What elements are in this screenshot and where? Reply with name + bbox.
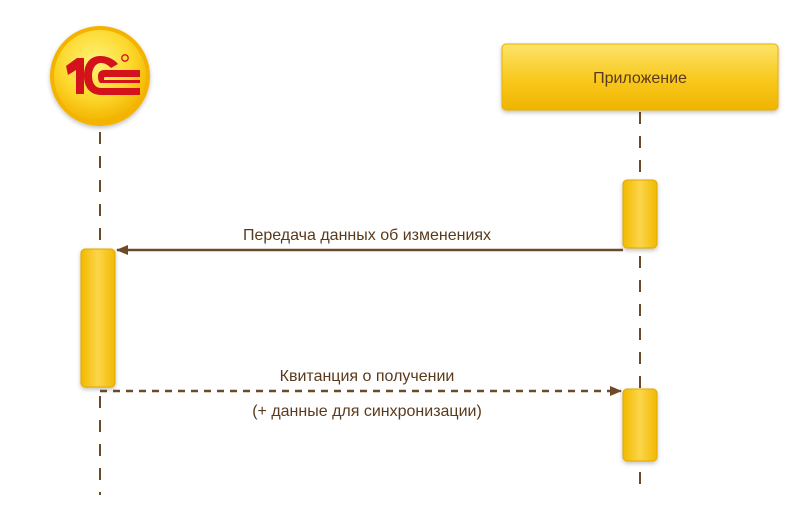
message-sublabel-receipt: (+ данные для синхронизации) <box>252 403 482 420</box>
logo-1c-mark <box>66 54 140 95</box>
activation-left <box>80 248 116 388</box>
activation-right-2 <box>622 388 658 462</box>
message-label-receipt: Квитанция о получении <box>280 368 455 385</box>
message-label-data-transfer: Передача данных об изменениях <box>243 227 491 244</box>
activation-right-1 <box>622 179 658 249</box>
participant-application-label: Приложение <box>593 70 687 87</box>
participant-application <box>501 43 779 111</box>
